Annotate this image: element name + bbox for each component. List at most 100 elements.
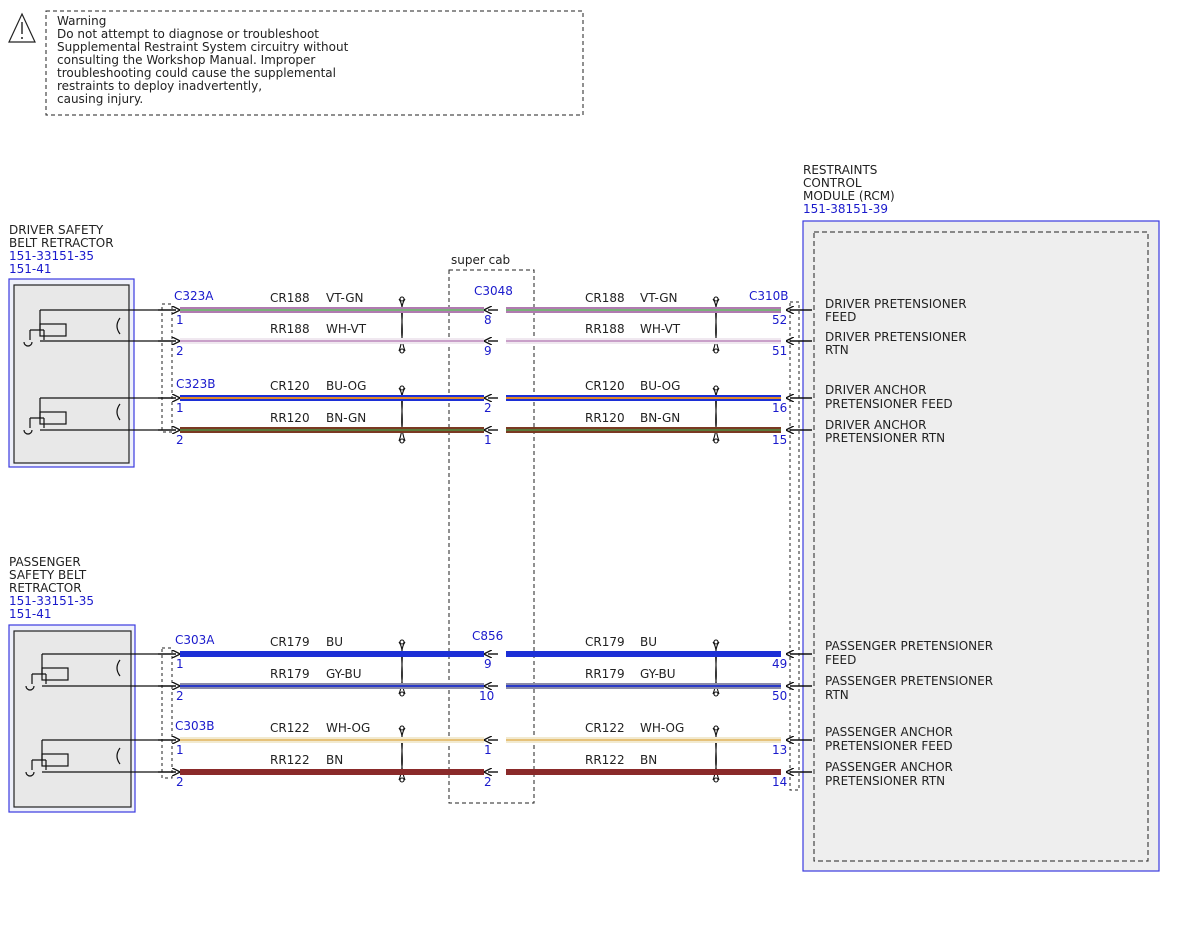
circuit-number: RR188: [585, 322, 625, 336]
driver-retractor-ref: 151-41: [9, 262, 52, 276]
rcm-function-label: DRIVER PRETENSIONER: [825, 297, 967, 311]
passenger-retractor-title: RETRACTOR: [9, 581, 82, 595]
passenger-retractor-ref: 151-41: [9, 607, 52, 621]
rcm-function-label: PRETENSIONER FEED: [825, 397, 953, 411]
wire-color-code: VT-GN: [640, 291, 677, 305]
rcm-function-label: RTN: [825, 688, 849, 702]
rcm-connector: C310B: [749, 289, 800, 791]
left-pin-number: 2: [176, 344, 184, 358]
rcm-function-label: PRETENSIONER RTN: [825, 431, 945, 445]
mid-pin-number: 8: [484, 313, 492, 327]
rcm-function-label: PRETENSIONER RTN: [825, 774, 945, 788]
circuit-number: CR179: [270, 635, 310, 649]
mid-pin-number: 9: [484, 344, 492, 358]
wire-color-code: BU: [326, 635, 343, 649]
circuit-number: CR120: [585, 379, 625, 393]
mid-pin-number: 1: [484, 743, 492, 757]
passenger-retractor-title: SAFETY BELT: [9, 568, 87, 582]
mid-pin-number: 2: [484, 775, 492, 789]
circuit-number: RR122: [585, 753, 625, 767]
connector-c323b-label: C323B: [176, 377, 216, 391]
left-pin-number: 1: [176, 401, 184, 415]
rcm-function-label: PASSENGER ANCHOR: [825, 725, 953, 739]
rcm-function-label: PASSENGER PRETENSIONER: [825, 674, 993, 688]
rcm-function-label: PASSENGER ANCHOR: [825, 760, 953, 774]
rcm-function-label: PASSENGER PRETENSIONER: [825, 639, 993, 653]
rcm-pin-number: 50: [772, 689, 787, 703]
connector-c303b-label: C303B: [175, 719, 215, 733]
left-pin-number: 1: [176, 313, 184, 327]
circuit-number: CR188: [585, 291, 625, 305]
warning-box: Warning Do not attempt to diagnose or tr…: [8, 10, 584, 116]
warning-line: troubleshooting could cause the suppleme…: [57, 66, 336, 80]
rcm-pin-number: 16: [772, 401, 787, 415]
connector-c856-label: C856: [472, 629, 503, 643]
passenger-retractor-title: PASSENGER: [9, 555, 81, 569]
mid-pin-number: 1: [484, 433, 492, 447]
wire-color-code: BN-GN: [326, 411, 366, 425]
wire-color-code: WH-OG: [640, 721, 684, 735]
rcm-pin-number: 15: [772, 433, 787, 447]
wire-color-code: BU-OG: [326, 379, 366, 393]
rcm-title: CONTROL: [803, 176, 862, 190]
wire-color-code: WH-OG: [326, 721, 370, 735]
connector-c310b-label: C310B: [749, 289, 789, 303]
rcm-function-label: DRIVER PRETENSIONER: [825, 330, 967, 344]
circuit-number: RR188: [270, 322, 310, 336]
mid-pin-number: 9: [484, 657, 492, 671]
rcm-function-label: RTN: [825, 343, 849, 357]
super-cab-label: super cab: [451, 253, 510, 267]
circuit-number: RR179: [270, 667, 310, 681]
left-pin-number: 2: [176, 433, 184, 447]
rcm-function-label: DRIVER ANCHOR: [825, 418, 926, 432]
circuit-number: RR120: [585, 411, 625, 425]
rcm-pin-number: 13: [772, 743, 787, 757]
wire-color-code: BU: [640, 635, 657, 649]
driver-retractor-title: BELT RETRACTOR: [9, 236, 114, 250]
mid-pin-number: 10: [479, 689, 494, 703]
rcm-function-label: DRIVER ANCHOR: [825, 383, 926, 397]
left-pin-number: 2: [176, 775, 184, 789]
wire-color-code: BN-GN: [640, 411, 680, 425]
warning-line: Warning: [57, 14, 106, 28]
rcm-function-label: PRETENSIONER FEED: [825, 739, 953, 753]
circuit-number: CR179: [585, 635, 625, 649]
circuit-number: RR122: [270, 753, 310, 767]
driver-retractor: DRIVER SAFETY BELT RETRACTOR 151-33151-3…: [8, 223, 135, 468]
warning-line: causing injury.: [57, 92, 143, 106]
circuit-number: CR120: [270, 379, 310, 393]
super-cab-region: super cab C3048 C856: [448, 253, 535, 804]
wire-color-code: WH-VT: [640, 322, 681, 336]
warning-line: Supplemental Restraint System circuitry …: [57, 40, 349, 54]
rcm-function-label: FEED: [825, 310, 856, 324]
left-pin-number: 1: [176, 657, 184, 671]
rcm-module: RESTRAINTS CONTROL MODULE (RCM) 151-3815…: [802, 163, 1160, 872]
rcm-pin-number: 14: [772, 775, 787, 789]
wire-color-code: GY-BU: [640, 667, 676, 681]
wire-color-code: VT-GN: [326, 291, 363, 305]
left-connectors: C323A C323B C303A C303B: [161, 289, 216, 779]
twisted-pair-markers: [398, 296, 720, 783]
wire-color-code: WH-VT: [326, 322, 367, 336]
wire-color-code: BN: [640, 753, 657, 767]
rcm-ref: 151-38151-39: [803, 202, 888, 216]
left-pin-number: 2: [176, 689, 184, 703]
connector-c3048-label: C3048: [474, 284, 513, 298]
circuit-number: RR120: [270, 411, 310, 425]
rcm-pin-number: 51: [772, 344, 787, 358]
rcm-title: MODULE (RCM): [803, 189, 895, 203]
warning-line: consulting the Workshop Manual. Improper: [57, 53, 315, 67]
driver-retractor-title: DRIVER SAFETY: [9, 223, 104, 237]
connector-c323a-label: C323A: [174, 289, 214, 303]
rcm-function-label: FEED: [825, 653, 856, 667]
circuit-row: 2 RR188 WH-VT 9 RR188 WH-VT 51 DRIVER PRETENSIO…: [158, 322, 967, 358]
warning-icon: [8, 12, 36, 43]
circuit-number: CR122: [585, 721, 625, 735]
